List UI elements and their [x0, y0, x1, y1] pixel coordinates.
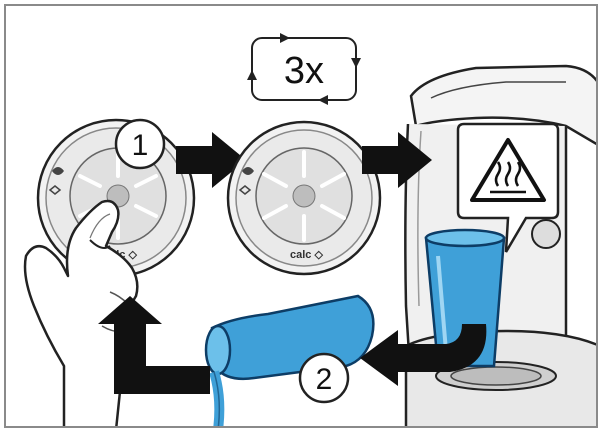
illustration-canvas: 3x calc ◇ 1 [23, 33, 596, 426]
hot-surface-warning-bubble [456, 122, 560, 253]
hot-surface-warning-icon [470, 138, 546, 202]
instruction-illustration: 3x calc ◇ 1 [4, 4, 598, 428]
arrow-from-glass [360, 324, 487, 386]
arrow-right-1 [176, 132, 246, 188]
step-2-badge: 2 [298, 352, 350, 404]
repeat-count-label: 3x [284, 50, 324, 92]
arrow-return-up [98, 296, 210, 394]
step-1-number: 1 [132, 129, 149, 162]
step-1-badge: 1 [114, 118, 166, 170]
dial-label-center: calc ◇ [290, 249, 323, 261]
step-2-number: 2 [316, 363, 333, 396]
pouring-cup [204, 294, 375, 426]
repeat-cycle-icon: 3x [247, 33, 361, 105]
bean-icon [52, 167, 64, 175]
bean-icon-center [242, 167, 254, 175]
control-dial-center: calc ◇ [226, 120, 382, 276]
arrow-right-2 [362, 132, 432, 188]
